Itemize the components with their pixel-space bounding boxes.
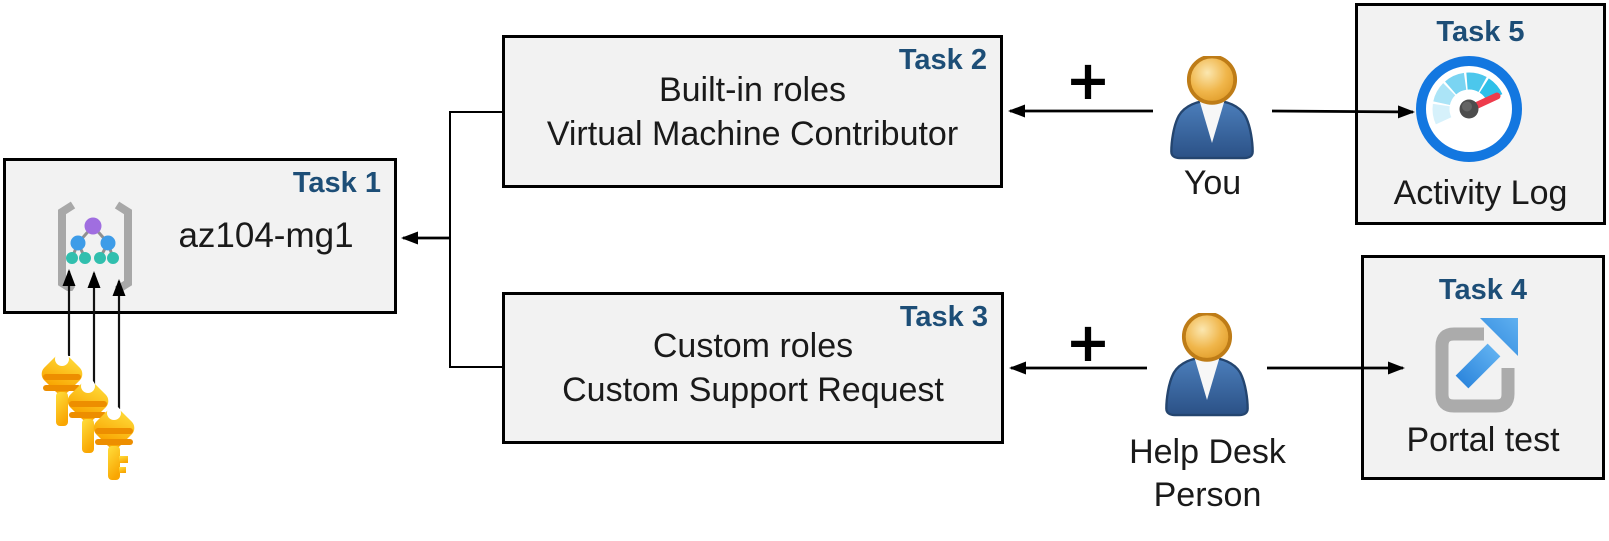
actor-helpdesk-line2: Person: [1153, 476, 1262, 514]
task2-line2: Virtual Machine Contributor: [546, 114, 959, 153]
task3-label: Task 3: [899, 301, 988, 333]
connector-bracket-tasks23: [449, 111, 502, 368]
actor-you-label: You: [1183, 164, 1242, 202]
box-task5: Task 5 Activity Log: [1355, 3, 1606, 225]
task3-text: Custom roles Custom Support Request: [505, 324, 1001, 412]
task5-label: Task 5: [1436, 16, 1525, 48]
task3-line1: Custom roles: [652, 327, 854, 365]
actor-helpdesk-label: Help Desk Person: [1100, 431, 1315, 517]
person-icon: [1170, 56, 1254, 160]
key-icon: [67, 379, 109, 453]
task2-line1: Built-in roles: [658, 70, 847, 109]
plus-operator-top: +: [1065, 49, 1111, 112]
three-gold-keys-icon: [41, 352, 135, 480]
task5-caption: Activity Log: [1393, 174, 1568, 212]
box-task2: Task 2 Built-in roles Virtual Machine Co…: [502, 35, 1003, 188]
task1-label: Task 1: [292, 167, 381, 199]
task3-line2: Custom Support Request: [562, 371, 944, 409]
actor-helpdesk-line1: Help Desk: [1129, 433, 1286, 471]
key-icon: [93, 406, 135, 480]
key-icon: [41, 352, 83, 426]
activity-log-gauge-icon: [1416, 56, 1522, 162]
box-task3: Task 3 Custom roles Custom Support Reque…: [502, 292, 1004, 444]
portal-external-link-icon: [1435, 318, 1518, 413]
plus-operator-bottom: +: [1065, 311, 1111, 374]
person-icon: [1165, 313, 1249, 417]
task2-text: Built-in roles Virtual Machine Contribut…: [505, 68, 1000, 156]
box-task4: Task 4 Portal test: [1361, 255, 1605, 480]
box-task1: Task 1 az104-mg1: [3, 158, 397, 314]
task4-label: Task 4: [1438, 274, 1528, 306]
task2-label: Task 2: [898, 44, 987, 76]
task1-resource-name: az104-mg1: [178, 216, 354, 255]
management-group-icon: [58, 201, 132, 291]
task4-caption: Portal test: [1406, 421, 1560, 459]
